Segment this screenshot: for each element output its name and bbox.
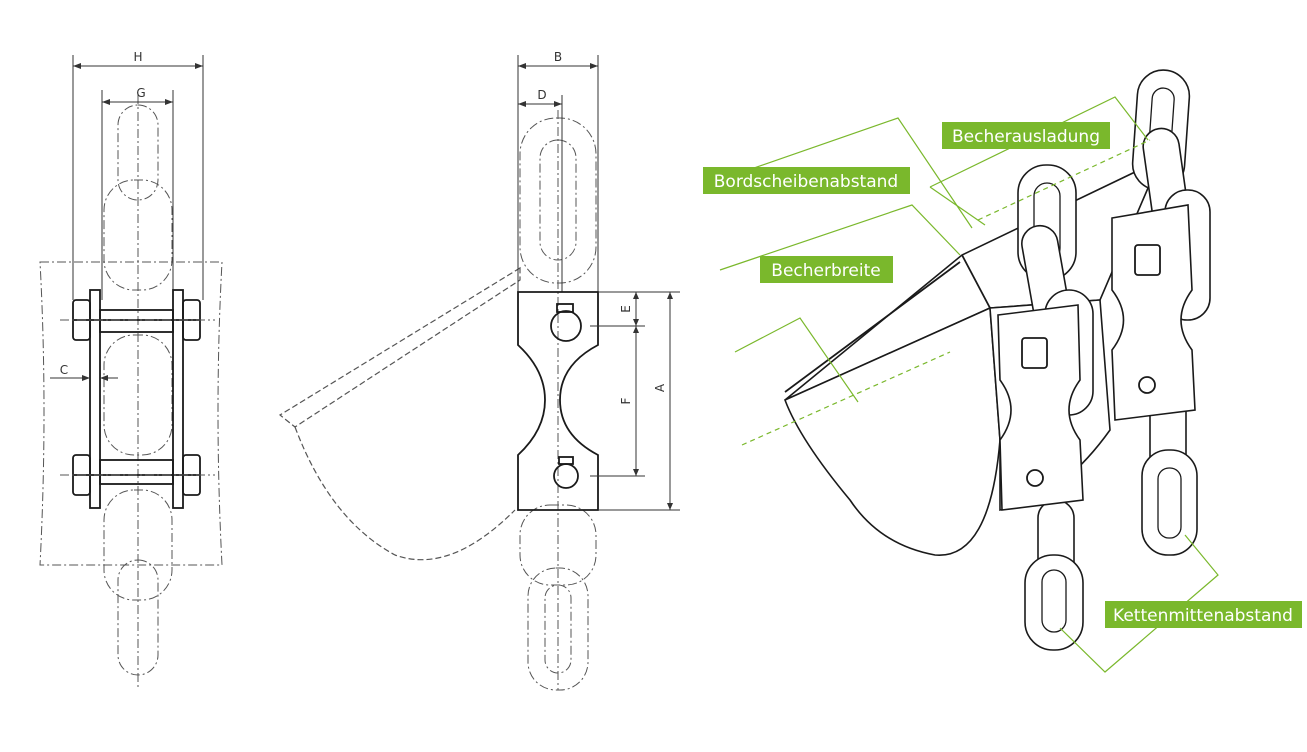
- front-view: H G C: [39, 50, 223, 690]
- lower-bolt-head: [558, 456, 574, 465]
- annotation-axis-becherausladung: [977, 139, 1151, 221]
- chain-link-phantom: [519, 117, 597, 284]
- chain-link-phantom: [544, 584, 572, 674]
- dim-label-f: F: [619, 397, 633, 404]
- right-lower-bolt: [1138, 376, 1156, 394]
- bucket-body-phantom: [294, 426, 516, 561]
- label-bordscheibenabstand: Bordscheibenabstand: [714, 172, 898, 192]
- side-view: B D E F A: [278, 50, 680, 691]
- dimension-arrows: [82, 375, 108, 381]
- chain-link-inner: [1157, 467, 1182, 539]
- dimension-arrows: [633, 292, 639, 326]
- annotation-axis-becherbreite: [741, 351, 951, 446]
- chain-link-phantom: [117, 104, 159, 201]
- dimension-arrows: [102, 99, 173, 105]
- chain-link-phantom: [527, 567, 589, 691]
- dim-label-h: H: [133, 50, 142, 64]
- left-upper-bolt: [1021, 337, 1048, 369]
- right-attachment-plate: [1111, 204, 1196, 421]
- upper-crossbar: [99, 309, 174, 333]
- label-box-kettenmittenabstand: [1105, 601, 1302, 628]
- chain-link-phantom: [103, 179, 173, 291]
- bucket-corner-edge: [961, 254, 991, 309]
- chain-link-inner: [1041, 569, 1067, 633]
- left-lower-bolt: [1026, 469, 1044, 487]
- chain-link-phantom: [539, 139, 577, 261]
- iso-view: Bordscheibenabstand Becherausladung Bech…: [703, 69, 1302, 673]
- annotation-line-becherausladung: [929, 96, 1149, 188]
- dim-label-e: E: [619, 305, 633, 313]
- lower-crossbar: [99, 459, 174, 485]
- bucket-front-face: [783, 306, 1001, 556]
- right-side-plate: [172, 289, 184, 509]
- right-upper-bolt: [1134, 244, 1161, 276]
- annotation-line-becherbreite: [719, 204, 961, 271]
- dim-label-d: D: [537, 88, 546, 102]
- label-becherausladung: Becherausladung: [952, 127, 1100, 147]
- sprocket-outline: [39, 261, 223, 566]
- label-box-bordscheibenabstand: [703, 167, 910, 194]
- upper-bolt-head: [556, 303, 574, 313]
- dim-label-b: B: [554, 50, 562, 64]
- bucket-rim-edge: [784, 261, 961, 393]
- annotation-line-becherausladung-edge: [929, 186, 986, 226]
- dimension-arrows: [518, 63, 598, 69]
- left-attachment-plate: [997, 304, 1084, 511]
- upper-bolt: [550, 310, 582, 342]
- dim-label-g: G: [136, 86, 145, 100]
- label-kettenmittenabstand: Kettenmittenabstand: [1113, 606, 1293, 626]
- label-box-becherausladung: [942, 122, 1110, 149]
- label-box-becherbreite: [760, 256, 893, 283]
- bucket-lip-phantom: [278, 266, 521, 428]
- dim-label-c: C: [60, 363, 68, 377]
- chain-link-phantom: [103, 334, 173, 456]
- dim-label-a: A: [653, 383, 667, 392]
- annotation-line-bordscheibenabstand: [704, 117, 973, 229]
- chain-link-phantom: [103, 489, 173, 601]
- left-side-plate: [89, 289, 101, 509]
- label-becherbreite: Becherbreite: [771, 261, 880, 281]
- chain-link-phantom: [117, 559, 159, 676]
- annotation-line-becherbreite-edge: [734, 317, 859, 403]
